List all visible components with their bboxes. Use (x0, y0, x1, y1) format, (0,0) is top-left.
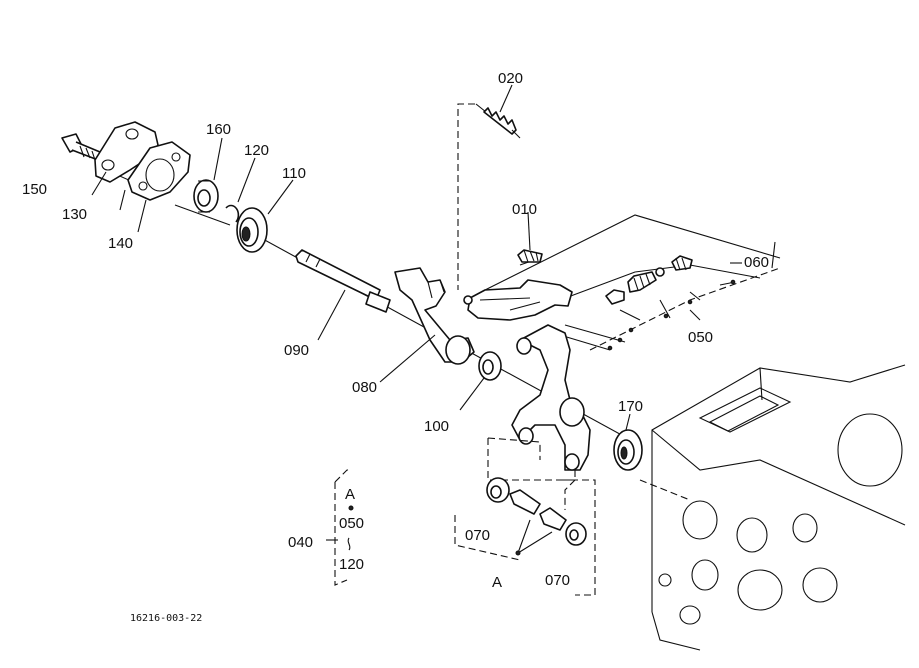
label-020: 020 (498, 70, 523, 87)
bolt-150 (61, 133, 101, 161)
label-170: 170 (618, 398, 643, 415)
label-050: 050 (688, 329, 713, 346)
label-140: 140 (108, 235, 133, 252)
washer-100 (478, 351, 502, 381)
parts-060-050 (605, 255, 736, 351)
label-040: 040 (288, 534, 313, 551)
label-ref-a: A (492, 574, 502, 591)
governor-fork (511, 324, 591, 471)
leaders (91, 84, 776, 431)
spring-010 (517, 249, 543, 263)
engine-block (639, 364, 906, 651)
part-labels: 020 010 060 050 160 120 110 150 130 140 … (22, 70, 769, 624)
label-070-right: 070 (545, 572, 570, 589)
label-120: 120 (244, 142, 269, 159)
label-150: 150 (22, 181, 47, 198)
spring-020 (475, 103, 521, 139)
gasket-140 (127, 141, 191, 201)
label-110: 110 (282, 165, 306, 182)
label-160: 160 (206, 121, 231, 138)
label-080: 080 (352, 379, 377, 396)
label-060: 060 (744, 254, 769, 271)
bearing-170 (613, 429, 643, 471)
sub-assembly-070 (454, 437, 596, 596)
bearing-110 (236, 207, 268, 253)
label-130: 130 (62, 206, 87, 223)
drawing-code: 16216-003-22 (130, 613, 202, 624)
key-to: 120 (339, 556, 364, 573)
key-ref-a: A (345, 486, 355, 503)
shaft-090 (295, 249, 391, 313)
key-from: 050 (339, 515, 364, 532)
group-key-040 (326, 469, 354, 586)
label-070-left: 070 (465, 527, 490, 544)
circlip-120 (225, 204, 240, 223)
label-100: 100 (424, 418, 449, 435)
label-010: 010 (512, 201, 537, 218)
lever-080 (394, 267, 475, 365)
bearing-160 (193, 179, 219, 213)
assembly-lines (94, 103, 781, 446)
label-090: 090 (284, 342, 309, 359)
governor-link (463, 279, 573, 321)
